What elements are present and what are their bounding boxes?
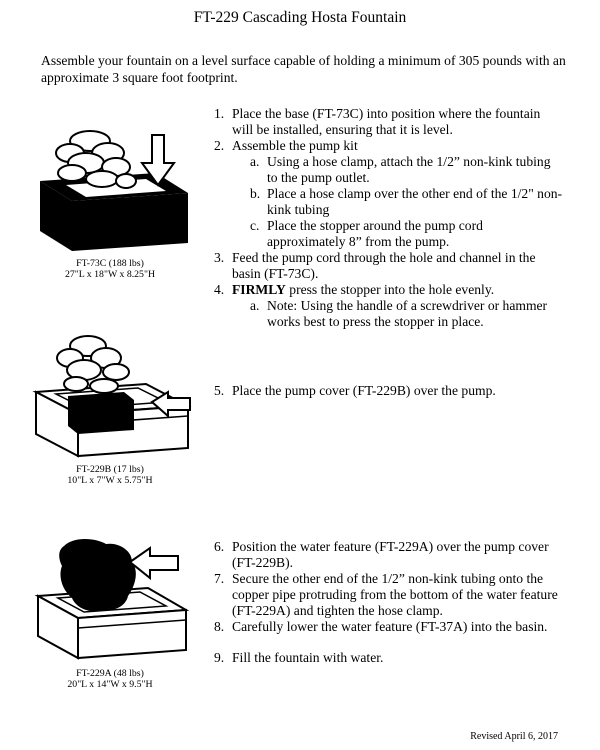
water-feature-block [59, 539, 136, 612]
substep-text: Using a hose clamp, attach the 1/2” non-… [267, 154, 551, 185]
basin-side-face [72, 193, 188, 251]
step-2: 2. Assemble the pump kit [214, 138, 564, 154]
figure-caption-ft229b: FT-229B (17 lbs) 10"L x 7"W x 5.75"H [20, 464, 200, 486]
step-number: 6. [214, 539, 225, 554]
step-text: Place the base (FT-73C) into position wh… [232, 106, 541, 137]
figure-pump-cover [32, 335, 192, 458]
substep-text: Place the stopper around the pump cord a… [267, 218, 483, 249]
step-text: Assemble the pump kit [232, 138, 358, 153]
emphasis-firmly: FIRMLY [232, 282, 286, 297]
substep-text: Place a hose clamp over the other end of… [267, 186, 563, 217]
step-text: FIRMLY press the stopper into the hole e… [232, 282, 564, 298]
step-number: 5. [214, 383, 225, 398]
figure-water-feature [34, 539, 190, 660]
step-number: 7. [214, 571, 225, 586]
step-1: 1. Place the base (FT-73C) into position… [214, 106, 564, 138]
step-2a: a. Using a hose clamp, attach the 1/2” n… [250, 154, 564, 186]
substep-letter: b. [250, 186, 261, 201]
step-text: Feed the pump cord through the hole and … [232, 250, 536, 281]
step-5: 5. Place the pump cover (FT-229B) over t… [214, 383, 564, 399]
step-text: Secure the other end of the 1/2” non-kin… [232, 571, 558, 618]
step-6: 6. Position the water feature (FT-229A) … [214, 539, 564, 571]
revision-date: Revised April 6, 2017 [470, 731, 558, 742]
arrow-down-icon [140, 134, 176, 187]
step-text: Position the water feature (FT-229A) ove… [232, 539, 549, 570]
step-8: 8. Carefully lower the water feature (FT… [214, 619, 564, 635]
step-text-rest: press the stopper into the hole evenly. [285, 282, 495, 297]
basin-outline-side [77, 608, 187, 660]
arrow-left-icon [128, 546, 179, 581]
page-title: FT-229 Cascading Hosta Fountain [193, 9, 407, 26]
step-number: 2. [214, 138, 225, 153]
step-2c: c. Place the stopper around the pump cor… [250, 218, 564, 250]
caption-weight: FT-229B (17 lbs) [76, 464, 144, 475]
step-number: 8. [214, 619, 225, 634]
caption-dimensions: 10"L x 7"W x 5.75"H [67, 475, 153, 486]
figure-caption-ft229a: FT-229A (48 lbs) 20"L x 14"W x 9.5"H [20, 668, 200, 690]
step-3: 3. Feed the pump cord through the hole a… [214, 250, 564, 282]
hosta-rocks-icon [55, 130, 137, 189]
step-text: Fill the fountain with water. [232, 650, 384, 665]
substep-letter: a. [250, 298, 260, 313]
basin-front-face [40, 181, 72, 251]
step-4: 4. FIRMLY press the stopper into the hol… [214, 282, 564, 298]
steps-group-2: 5. Place the pump cover (FT-229B) over t… [214, 383, 564, 399]
substep-letter: c. [250, 218, 260, 233]
substep-text: Note: Using the handle of a screwdriver … [267, 298, 548, 329]
step-9: 9. Fill the fountain with water. [214, 650, 564, 666]
caption-weight: FT-73C (188 lbs) [76, 258, 144, 269]
pump-cover-block [68, 392, 134, 434]
step-2b: b. Place a hose clamp over the other end… [250, 186, 564, 218]
caption-dimensions: 27"L x 18"W x 8.25"H [64, 269, 156, 280]
figure-base-basin [40, 130, 188, 251]
caption-dimensions: 20"L x 14"W x 9.5"H [67, 679, 153, 690]
step-text: Carefully lower the water feature (FT-37… [232, 619, 548, 634]
caption-weight: FT-229A (48 lbs) [76, 668, 144, 679]
step-text: Place the pump cover (FT-229B) over the … [232, 383, 496, 398]
step-number: 4. [214, 282, 225, 297]
step-7: 7. Secure the other end of the 1/2” non-… [214, 571, 564, 619]
figure-caption-ft73c: FT-73C (188 lbs) 27"L x 18"W x 8.25"H [20, 258, 200, 280]
intro-paragraph: Assemble your fountain on a level surfac… [41, 53, 566, 85]
arrow-left-icon [150, 390, 191, 419]
step-number: 9. [214, 650, 225, 665]
hosta-rocks-icon [56, 335, 130, 394]
step-number: 1. [214, 106, 225, 121]
steps-group-3: 6. Position the water feature (FT-229A) … [214, 539, 564, 666]
substep-letter: a. [250, 154, 260, 169]
step-4a: a. Note: Using the handle of a screwdriv… [250, 298, 564, 330]
steps-group-1: 1. Place the base (FT-73C) into position… [214, 106, 564, 330]
step-number: 3. [214, 250, 225, 265]
